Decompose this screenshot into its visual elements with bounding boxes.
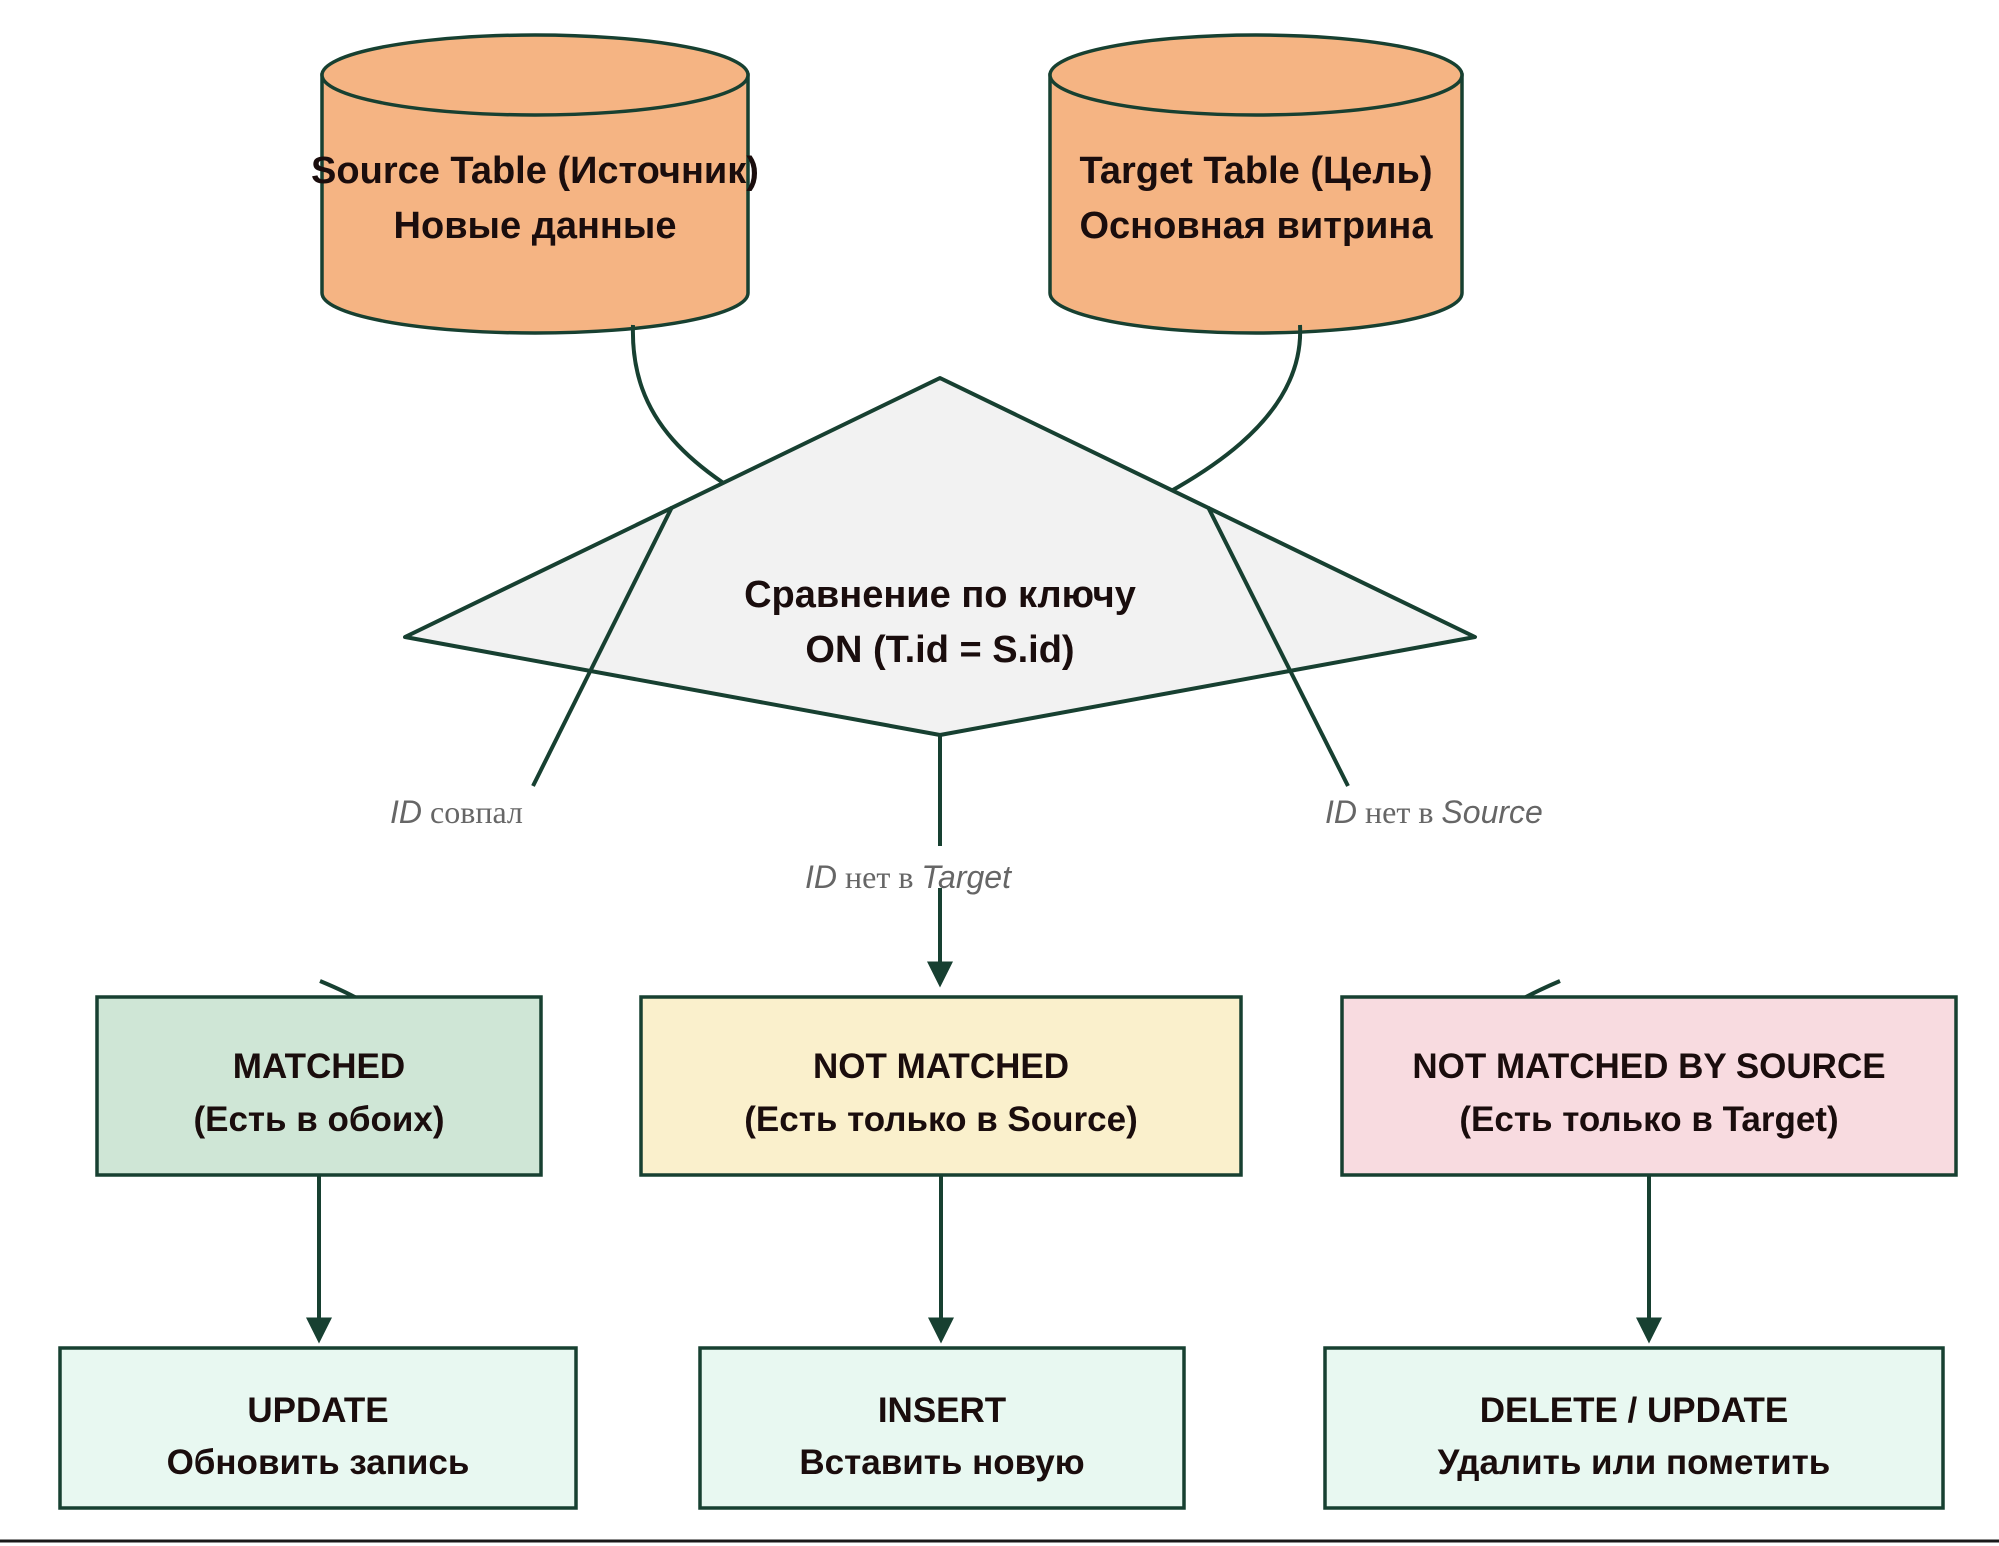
update-box-shape xyxy=(58,1346,578,1510)
insert-box-shape xyxy=(698,1346,1186,1510)
delete-line1: DELETE / UPDATE xyxy=(1480,1391,1789,1430)
stem-not-matched-by-source xyxy=(1206,506,1350,787)
edge-label-matched-rest: совпал xyxy=(422,794,523,830)
target-cylinder-body xyxy=(1048,73,1464,335)
matched-line1: MATCHED xyxy=(233,1047,405,1086)
node-source-table[interactable]: Source Table (Источник) Новые данные xyxy=(311,33,759,335)
decision-line2: ON (T.id = S.id) xyxy=(805,629,1074,671)
node-action-insert[interactable]: INSERT Вставить новую xyxy=(698,1346,1186,1510)
node-key-comparison[interactable]: Сравнение по ключу ON (T.id = S.id) xyxy=(403,376,1477,737)
edge-label-not-matched-rest: нет в xyxy=(837,859,921,895)
node-action-update[interactable]: UPDATE Обновить запись xyxy=(58,1346,578,1510)
edge-label-not-matched: ID нет в Target xyxy=(805,859,1012,895)
edge-label-not-matched-em2: Target xyxy=(921,859,1012,895)
source-table-line2: Новые данные xyxy=(394,205,677,247)
node-action-delete-update[interactable]: DELETE / UPDATE Удалить или пометить xyxy=(1323,1346,1945,1510)
edge-label-not-matched-by-source: ID нет в Source xyxy=(1325,794,1543,830)
decision-line1: Сравнение по ключу xyxy=(744,574,1136,616)
not-matched-line2: (Есть только в Source) xyxy=(744,1100,1138,1139)
delete-box-shape xyxy=(1323,1346,1945,1510)
decision-diamond-shape xyxy=(403,376,1477,737)
edge-label-nmbs-em: ID xyxy=(1325,794,1357,830)
stem-matched xyxy=(531,506,674,787)
update-line1: UPDATE xyxy=(247,1391,388,1430)
edge-label-not-matched-em: ID xyxy=(805,859,837,895)
edge-label-nmbs-em2: Source xyxy=(1441,794,1542,830)
node-condition-not-matched[interactable]: NOT MATCHED (Есть только в Source) xyxy=(639,995,1243,1177)
source-cylinder-body xyxy=(320,73,750,335)
matched-line2: (Есть в обоих) xyxy=(193,1100,444,1139)
nmbs-line1: NOT MATCHED BY SOURCE xyxy=(1412,1047,1885,1086)
insert-line2: Вставить новую xyxy=(799,1443,1084,1482)
target-table-line1: Target Table (Цель) xyxy=(1079,150,1432,192)
not-matched-line1: NOT MATCHED xyxy=(813,1047,1069,1086)
target-table-line2: Основная витрина xyxy=(1079,205,1433,247)
matched-box-shape xyxy=(95,995,543,1177)
delete-line2: Удалить или пометить xyxy=(1438,1443,1831,1482)
update-line2: Обновить запись xyxy=(167,1443,470,1482)
node-condition-matched[interactable]: MATCHED (Есть в обоих) xyxy=(95,995,543,1177)
source-table-line1: Source Table (Источник) xyxy=(311,150,759,192)
not-matched-box-shape xyxy=(639,995,1243,1177)
source-cylinder-top xyxy=(320,33,750,117)
node-target-table[interactable]: Target Table (Цель) Основная витрина xyxy=(1048,33,1464,335)
edge-label-matched-em: ID xyxy=(390,794,422,830)
insert-line1: INSERT xyxy=(878,1391,1006,1430)
target-cylinder-top xyxy=(1048,33,1464,117)
edge-label-matched: ID совпал xyxy=(390,794,523,830)
nmbs-line2: (Есть только в Target) xyxy=(1459,1100,1838,1139)
edge-label-nmbs-rest: нет в xyxy=(1357,794,1441,830)
node-condition-not-matched-by-source[interactable]: NOT MATCHED BY SOURCE (Есть только в Tar… xyxy=(1340,995,1958,1177)
nmbs-box-shape xyxy=(1340,995,1958,1177)
